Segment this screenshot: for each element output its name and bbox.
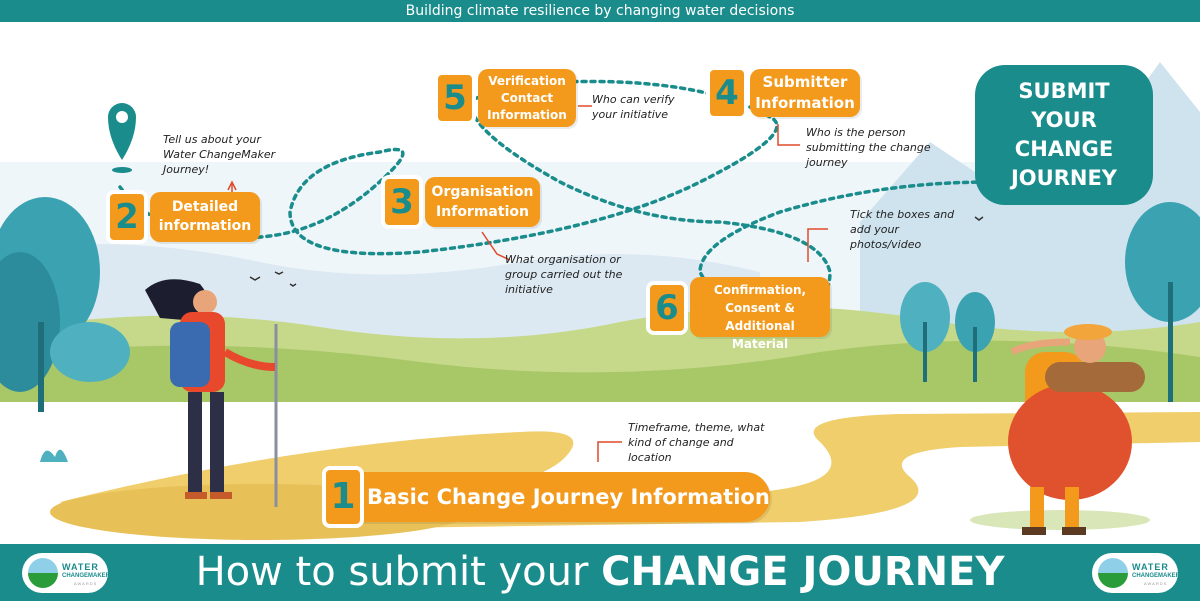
step-4-number: 4 [706, 66, 748, 120]
bird-icon [249, 216, 984, 287]
step-3-number: 3 [381, 175, 423, 229]
footer-title-prefix: How to submit your [195, 549, 602, 595]
step-2-card[interactable]: 2 Detailed information [106, 190, 260, 244]
step-6-card[interactable]: 6 Confirmation, Consent & Additional Mat… [646, 277, 830, 351]
logo-text-water: WATER [1132, 562, 1169, 572]
step-1-number: 1 [322, 466, 364, 528]
step-4-card[interactable]: 4 Submitter Information [706, 66, 860, 120]
submit-journey-button[interactable]: SUBMIT YOUR CHANGE JOURNEY [975, 65, 1153, 205]
step-2-label: Detailed information [158, 199, 252, 234]
step-5-card[interactable]: 5 Verification Contact Information [434, 69, 576, 127]
submit-journey-label: SUBMIT YOUR CHANGE JOURNEY [1010, 79, 1117, 190]
tagline: Building climate resilience by changing … [405, 3, 795, 19]
step-1-note: Timeframe, theme, what kind of change an… [628, 421, 765, 464]
step-4-label: Submitter Information [755, 73, 855, 112]
step-6-label: Confirmation, Consent & Additional Mater… [713, 283, 807, 351]
water-changemaker-logo-right: WATER CHANGEMAKER AWARDS [1092, 553, 1180, 593]
logo-globe-icon [1098, 558, 1128, 588]
footer-bar: WATER CHANGEMAKER AWARDS How to submit y… [0, 544, 1200, 601]
location-pin-icon [108, 103, 136, 173]
step-5-label: Verification Contact Information [487, 74, 567, 122]
journey-scene: 1 Basic Change Journey Information Timef… [0, 22, 1200, 544]
step-4-note: Who is the person submitting the change … [806, 126, 931, 169]
step-1-label: Basic Change Journey Information [367, 485, 770, 509]
step-3-note: What organisation or group carried out t… [505, 253, 623, 296]
step-5-note: Who can verify your initiative [592, 93, 675, 121]
logo-text-water: WATER [62, 562, 99, 572]
step-3-card[interactable]: 3 Organisation Information [381, 175, 540, 229]
logo-globe-icon [28, 558, 58, 588]
logo-text-changemaker: CHANGEMAKER [1132, 573, 1180, 579]
explorer-illustration [1008, 324, 1145, 535]
step-3-label: Organisation Information [431, 184, 534, 220]
logo-text-changemaker: CHANGEMAKER [62, 573, 110, 579]
logo-text-awards: AWARDS [74, 581, 98, 586]
top-banner: Building climate resilience by changing … [0, 0, 1200, 22]
step-1-card[interactable]: 1 Basic Change Journey Information [322, 466, 770, 528]
logo-text-awards: AWARDS [1144, 581, 1168, 586]
hiker-illustration [145, 279, 278, 507]
step-2-number: 2 [106, 190, 148, 244]
step-5-number: 5 [434, 71, 476, 125]
water-changemaker-logo-left: WATER CHANGEMAKER AWARDS [22, 553, 110, 593]
footer-title-emphasis: CHANGE JOURNEY [601, 549, 1005, 595]
step-6-number: 6 [646, 281, 688, 335]
footer-title: How to submit your CHANGE JOURNEY [0, 544, 1200, 601]
step-6-note: Tick the boxes and add your photos/video [850, 208, 955, 251]
step-2-note: Tell us about your Water ChangeMaker Jou… [163, 133, 276, 176]
